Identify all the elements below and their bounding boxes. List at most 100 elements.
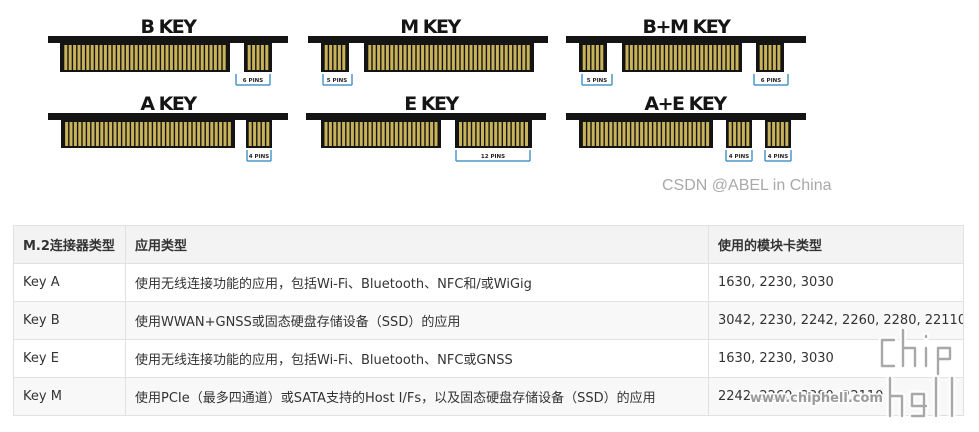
contact-pin — [381, 122, 385, 146]
contact-pin — [421, 45, 425, 70]
contact-pin — [511, 122, 515, 146]
contact-pin — [227, 122, 231, 146]
contact-pin — [78, 122, 82, 146]
contact-pin — [219, 122, 223, 146]
contact-pin — [368, 45, 372, 70]
contact-pin — [191, 45, 195, 70]
contact-pin — [513, 45, 517, 70]
contact-pin — [86, 45, 90, 70]
contact-pin — [390, 45, 394, 70]
table-header-row: M.2连接器类型 应用类型 使用的模块卡类型 — [13, 225, 964, 264]
cell-connector-type: Key E — [13, 339, 126, 378]
contact-pin — [722, 45, 726, 70]
contact-pin — [425, 122, 429, 146]
contact-pin — [408, 122, 412, 146]
contact-pin — [385, 45, 389, 70]
contact-pin — [252, 45, 256, 70]
contact-pin — [95, 122, 99, 146]
contact-pin — [777, 45, 781, 70]
contact-pin — [82, 122, 86, 146]
contact-pin — [394, 45, 398, 70]
key-title: B+M KEY — [643, 16, 732, 38]
cell-application-type: 使用无线连接功能的应用，包括Wi-Fi、Bluetooth、NFC和/或WiGi… — [125, 263, 709, 302]
contact-pin — [660, 45, 664, 70]
cell-connector-type: Key A — [13, 263, 126, 302]
a-key-connector: A KEY 4 PINS — [48, 93, 288, 162]
contact-pin — [337, 122, 341, 146]
contact-pin — [679, 122, 683, 146]
contact-pin — [463, 122, 467, 146]
contact-pin — [670, 122, 674, 146]
table-row: Key M 使用PCIe（最多四通道）或SATA支持的Host I/Fs，以及固… — [13, 377, 964, 416]
contact-pin — [600, 45, 604, 70]
cell-module-card-type: 3042, 2230, 2242, 2260, 2280, 22110 — [708, 301, 964, 340]
table-row: Key A 使用无线连接功能的应用，包括Wi-Fi、Bluetooth、NFC和… — [13, 263, 964, 302]
contact-pin — [434, 122, 438, 146]
contact-pin — [460, 45, 464, 70]
contact-pin — [520, 122, 524, 146]
contact-pin — [165, 45, 169, 70]
contact-pin — [746, 122, 750, 146]
contact-pin — [170, 122, 174, 146]
contact-pin — [407, 45, 411, 70]
contact-pin — [618, 122, 622, 146]
contact-pin — [665, 45, 669, 70]
contact-pin — [700, 45, 704, 70]
contact-pin — [205, 122, 209, 146]
contact-pin — [95, 45, 99, 70]
contact-pin — [622, 122, 626, 146]
contact-pin — [653, 122, 657, 146]
contact-pin — [329, 45, 333, 70]
contact-pin — [582, 45, 586, 70]
contact-pin — [591, 122, 595, 146]
contact-pin — [200, 45, 204, 70]
contact-pin — [416, 45, 420, 70]
contact-pin — [582, 122, 586, 146]
contact-pin — [147, 45, 151, 70]
contact-pin — [337, 45, 341, 70]
contact-pin — [430, 122, 434, 146]
contact-pin — [324, 122, 328, 146]
column-header-connector-type: M.2连接器类型 — [13, 225, 126, 264]
contact-pin — [634, 45, 638, 70]
contact-pin — [104, 122, 108, 146]
contact-pin — [491, 45, 495, 70]
contact-pin — [478, 45, 482, 70]
chiphell-url-watermark: www.chiphell.com www.chiphell.com — [749, 390, 885, 408]
contact-pin — [438, 45, 442, 70]
contact-pin — [735, 45, 739, 70]
contact-pin — [604, 122, 608, 146]
contact-pin — [526, 45, 530, 70]
contact-pin — [350, 122, 354, 146]
contact-pin — [629, 45, 633, 70]
pin-count-label: 5 PINS — [587, 78, 607, 84]
contact-pin — [500, 45, 504, 70]
contact-pin — [640, 122, 644, 146]
contact-pin — [64, 45, 68, 70]
contact-pin — [447, 45, 451, 70]
contact-pin — [328, 122, 332, 146]
contact-pin — [706, 122, 710, 146]
contact-pin — [109, 122, 113, 146]
contact-pin — [377, 45, 381, 70]
contact-pin — [372, 122, 376, 146]
contact-pin — [91, 122, 95, 146]
contact-pin — [77, 45, 81, 70]
contact-pin — [691, 45, 695, 70]
contact-pin — [103, 45, 107, 70]
contact-pin — [498, 122, 502, 146]
contact-pin — [69, 122, 73, 146]
contact-pin — [183, 122, 187, 146]
contact-pin — [161, 122, 165, 146]
contact-pin — [684, 122, 688, 146]
contact-pin — [709, 45, 713, 70]
contact-pin — [333, 122, 337, 146]
contact-pin — [675, 122, 679, 146]
contact-pin — [595, 45, 599, 70]
contact-pin — [122, 122, 126, 146]
contact-pin — [764, 45, 768, 70]
cell-connector-type: Key B — [13, 301, 126, 340]
contact-pin — [112, 45, 116, 70]
contact-pin — [399, 45, 403, 70]
contact-pin — [704, 45, 708, 70]
